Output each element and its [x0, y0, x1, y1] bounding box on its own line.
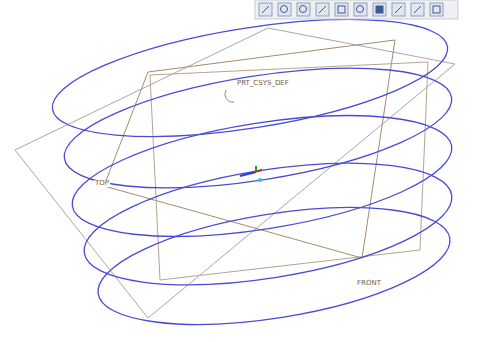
helix-loop [76, 142, 460, 307]
csys-symbol [240, 166, 262, 182]
datum-plane [15, 28, 455, 318]
csys-arc [225, 90, 234, 102]
helix-loop [45, 0, 456, 159]
helix-loop [90, 187, 458, 342]
datum-label: PRT_CSYS_DEF [236, 80, 290, 87]
helix-sweep [45, 0, 461, 342]
datum-label: TOP [94, 180, 110, 187]
helix-loop [56, 46, 459, 210]
datum-plane [104, 40, 395, 258]
datum-label: FRONT [356, 280, 382, 287]
view-toolbar [255, 0, 458, 19]
helix-loop [64, 94, 460, 259]
datum-planes [15, 28, 455, 318]
